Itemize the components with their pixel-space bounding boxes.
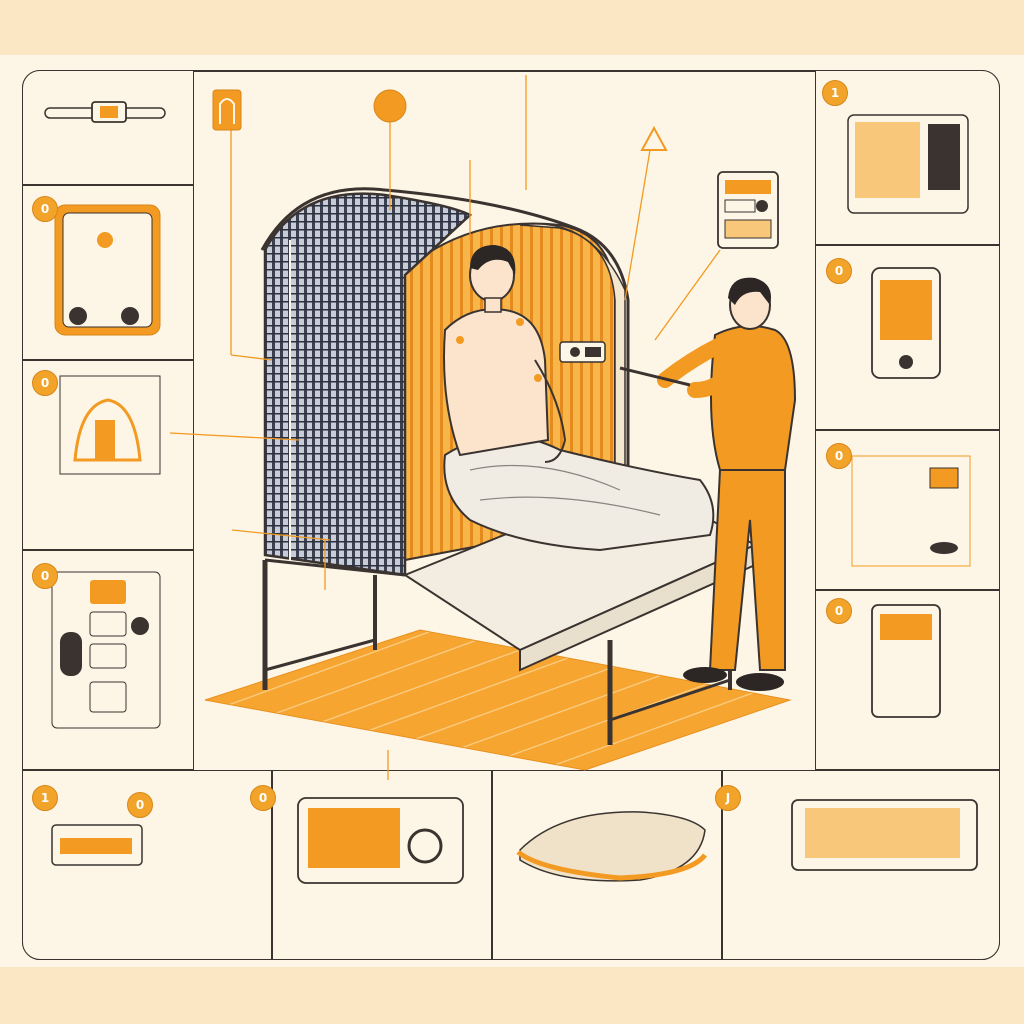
folded-towel-icon — [519, 811, 706, 882]
step-badge: 0 — [127, 792, 153, 818]
step-badge: 0 — [826, 443, 852, 469]
step-badge: 1 — [32, 785, 58, 811]
floor-mat — [204, 629, 792, 771]
step-badge: 0 — [826, 258, 852, 284]
callout-lines — [169, 75, 721, 780]
technician-figure — [619, 277, 797, 691]
warning-triangle-icon — [640, 125, 668, 151]
flame-icon — [373, 89, 407, 123]
step-badge: 1 — [822, 80, 848, 106]
step-badge: 0 — [32, 370, 58, 396]
step-badge: 0 — [32, 563, 58, 589]
step-badge: J — [715, 785, 741, 811]
step-badge: 0 — [250, 785, 276, 811]
step-badge: 0 — [32, 196, 58, 222]
step-badge: 0 — [826, 598, 852, 624]
sauna-hood — [263, 192, 473, 577]
panel-wristband — [22, 70, 194, 185]
patient-figure — [443, 245, 567, 463]
